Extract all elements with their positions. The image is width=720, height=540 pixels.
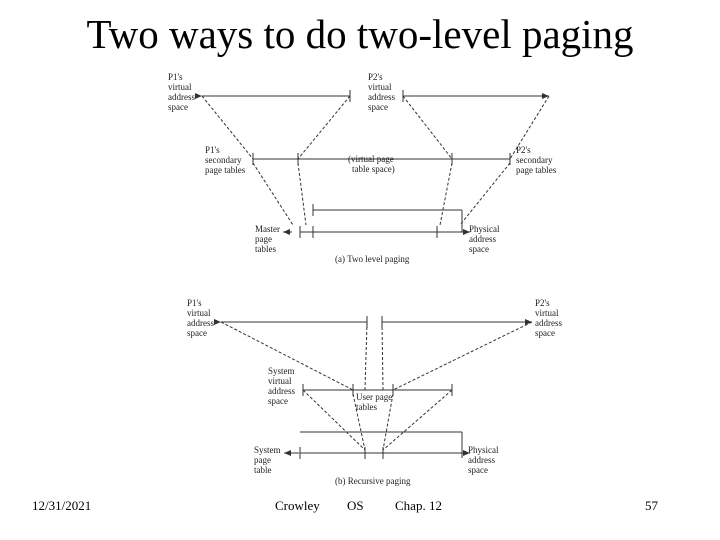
recursive-paging-diagram [214,316,533,459]
slide-title: Two ways to do two-level paging [86,11,634,57]
footer-chapter: Chap. 12 [395,498,442,513]
recursive-paging-caption: (b) Recursive paging [335,476,411,486]
two-level-paging-diagram [195,90,550,238]
footer-author: Crowley [275,498,320,513]
footer-date: 12/31/2021 [32,498,92,513]
footer-course: OS [347,498,364,513]
two-level-paging-caption: (a) Two level paging [335,254,410,264]
footer-page-number: 57 [645,498,658,513]
